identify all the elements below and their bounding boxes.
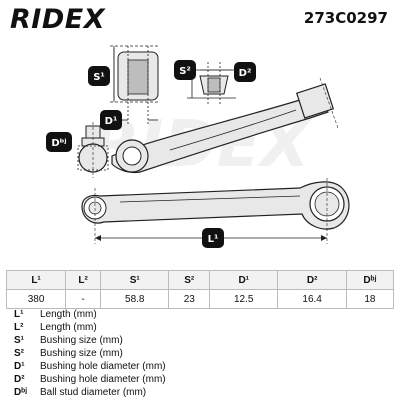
legend-item: D² Bushing hole diameter (mm)	[14, 373, 384, 386]
spec-value-cell: 23	[168, 289, 211, 309]
legend-symbol: L²	[14, 322, 24, 333]
legend-item: D¹ Bushing hole diameter (mm)	[14, 360, 384, 373]
spec-header-cell: L²	[65, 270, 102, 290]
spec-header-cell: L¹	[5, 270, 67, 290]
bushing-detail-1	[110, 45, 159, 126]
spec-table: L¹ L² S¹ S² D¹ D² Dᵇʲ 380 - 58.8 23 12.5…	[5, 270, 395, 309]
svg-text:S²: S²	[179, 66, 191, 77]
legend-item: L² Length (mm)	[14, 321, 384, 334]
legend-symbol: D¹	[14, 361, 25, 372]
svg-text:L¹: L¹	[208, 234, 219, 245]
brand-logo: RIDEX	[10, 4, 106, 35]
legend-symbol: D²	[14, 374, 25, 385]
legend-symbol: S²	[14, 348, 24, 359]
legend-item: Dᵇʲ Ball stud diameter (mm)	[14, 386, 384, 399]
spec-value-cell: 380	[5, 289, 67, 309]
legend-description: Ball stud diameter (mm)	[40, 387, 147, 398]
spec-header-cell: S²	[168, 270, 211, 290]
legend-description: Length (mm)	[40, 309, 97, 320]
legend-description: Length (mm)	[40, 322, 97, 333]
legend-symbol: Dᵇʲ	[14, 387, 28, 398]
svg-text:D²: D²	[239, 68, 252, 79]
ball-joint	[77, 122, 109, 178]
spec-header-row: L¹ L² S¹ S² D¹ D² Dᵇʲ	[5, 270, 395, 290]
legend-description: Bushing size (mm)	[40, 335, 123, 346]
legend-description: Bushing hole diameter (mm)	[40, 361, 166, 372]
spec-value-cell: 12.5	[209, 289, 279, 309]
spec-header-cell: D²	[277, 270, 347, 290]
control-arm	[111, 77, 339, 174]
spec-value-cell: 16.4	[277, 289, 347, 309]
lower-arm	[81, 178, 350, 244]
spec-header-cell: Dᵇʲ	[345, 270, 395, 290]
label-d2: D²	[234, 62, 256, 82]
legend-description: Bushing hole diameter (mm)	[40, 374, 166, 385]
spec-value-row: 380 - 58.8 23 12.5 16.4 18	[5, 289, 395, 309]
spec-header-cell: D¹	[209, 270, 279, 290]
spec-value-cell: -	[65, 289, 102, 309]
label-dbj: Dᵇʲ	[46, 132, 72, 152]
label-s2: S²	[174, 60, 196, 80]
legend-symbol: S¹	[14, 335, 24, 346]
spec-value-cell: 58.8	[100, 289, 170, 309]
spec-value-cell: 18	[345, 289, 395, 309]
legend: L¹ Length (mm) L² Length (mm) S¹ Bushing…	[14, 308, 384, 399]
legend-item: L¹ Length (mm)	[14, 308, 384, 321]
bushing-detail-2	[187, 62, 236, 104]
svg-text:Dᵇʲ: Dᵇʲ	[51, 138, 66, 149]
legend-item: S² Bushing size (mm)	[14, 347, 384, 360]
part-number: 273C0297	[303, 9, 388, 27]
spec-header-cell: S¹	[100, 270, 170, 290]
label-l1: L¹	[202, 228, 224, 248]
label-s1: S¹	[88, 66, 110, 86]
legend-item: S¹ Bushing size (mm)	[14, 334, 384, 347]
legend-symbol: L¹	[14, 309, 24, 320]
svg-text:D¹: D¹	[105, 116, 118, 127]
svg-text:S¹: S¹	[93, 72, 105, 83]
legend-description: Bushing size (mm)	[40, 348, 123, 359]
header: RIDEX 273C0297	[0, 0, 400, 36]
technical-drawing: RIDEX	[46, 45, 350, 248]
label-d1: D¹	[100, 110, 122, 130]
